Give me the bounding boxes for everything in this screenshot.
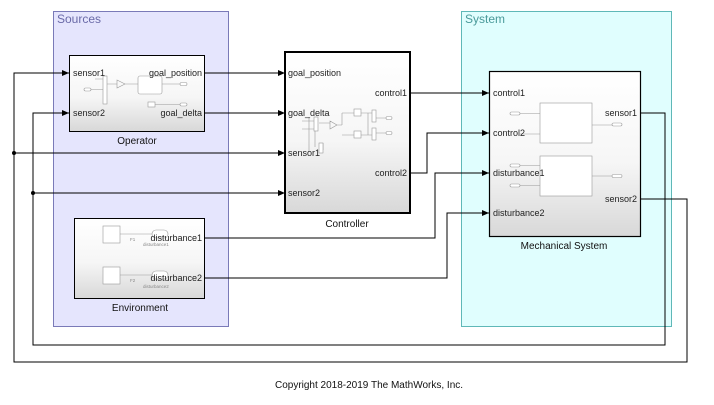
mechanical-input-control2: control2 <box>493 128 525 138</box>
operator-output-goal-delta: goal_delta <box>160 108 202 118</box>
environment-inner-outport-2: disturbance2 <box>143 284 169 289</box>
controller-input-sensor2: sensor2 <box>288 188 320 198</box>
environment-contents-preview: F1 F2 disturbance1 disturbance2 <box>102 225 169 289</box>
copyright-text: Copyright 2018-2019 The MathWorks, Inc. <box>275 380 463 391</box>
mechanical-input-disturbance1: disturbance1 <box>493 168 545 178</box>
mechanical-contents-preview <box>509 102 623 197</box>
environment-output-disturbance1: disturbance1 <box>150 233 202 243</box>
environment-inner-label-f1: F1 <box>130 237 136 242</box>
operator-block-label: Operator <box>117 136 157 147</box>
mechanical-input-disturbance2: disturbance2 <box>493 208 545 218</box>
controller-output-control2: control2 <box>375 168 407 178</box>
controller-input-goal-delta: goal_delta <box>288 108 330 118</box>
controller-output-control1: control1 <box>375 88 407 98</box>
operator-contents-preview <box>83 75 188 108</box>
wire-sensor1-feedback[interactable] <box>32 110 666 346</box>
environment-inner-label-f2: F2 <box>130 278 136 283</box>
mechanical-system-block[interactable]: control1 control2 disturbance1 disturban… <box>488 70 642 253</box>
operator-output-goal-position: goal_position <box>149 68 202 78</box>
mechanical-output-sensor1: sensor1 <box>605 108 637 118</box>
controller-contents-preview <box>302 108 393 154</box>
mechanical-system-block-label: Mechanical System <box>521 241 608 252</box>
sources-area-title: Sources <box>57 12 101 26</box>
controller-input-sensor1: sensor1 <box>288 148 320 158</box>
operator-block[interactable]: sensor1 sensor2 goal_position goal_delta… <box>69 55 205 148</box>
wire-control2[interactable] <box>410 130 489 174</box>
system-area-title: System <box>465 12 505 26</box>
mechanical-input-control1: control1 <box>493 88 525 98</box>
controller-input-goal-position: goal_position <box>288 68 341 78</box>
branch-point <box>12 151 16 155</box>
wire-sensor2-feedback[interactable] <box>13 70 688 363</box>
controller-block-label: Controller <box>325 219 369 230</box>
wire-disturbance1[interactable] <box>204 170 489 239</box>
wire-disturbance2[interactable] <box>204 210 489 279</box>
controller-block[interactable]: goal_position goal_delta sensor1 sensor2… <box>284 51 411 230</box>
operator-input-sensor2: sensor2 <box>73 108 105 118</box>
mechanical-output-sensor2: sensor2 <box>605 194 637 204</box>
operator-input-sensor1: sensor1 <box>73 68 105 78</box>
environment-block[interactable]: F1 F2 disturbance1 disturbance2 disturba… <box>74 218 205 315</box>
environment-block-label: Environment <box>112 303 168 314</box>
environment-inner-outport-1: disturbance1 <box>143 242 169 247</box>
branch-point <box>31 191 35 195</box>
environment-output-disturbance2: disturbance2 <box>150 273 202 283</box>
signal-lines <box>12 70 688 363</box>
